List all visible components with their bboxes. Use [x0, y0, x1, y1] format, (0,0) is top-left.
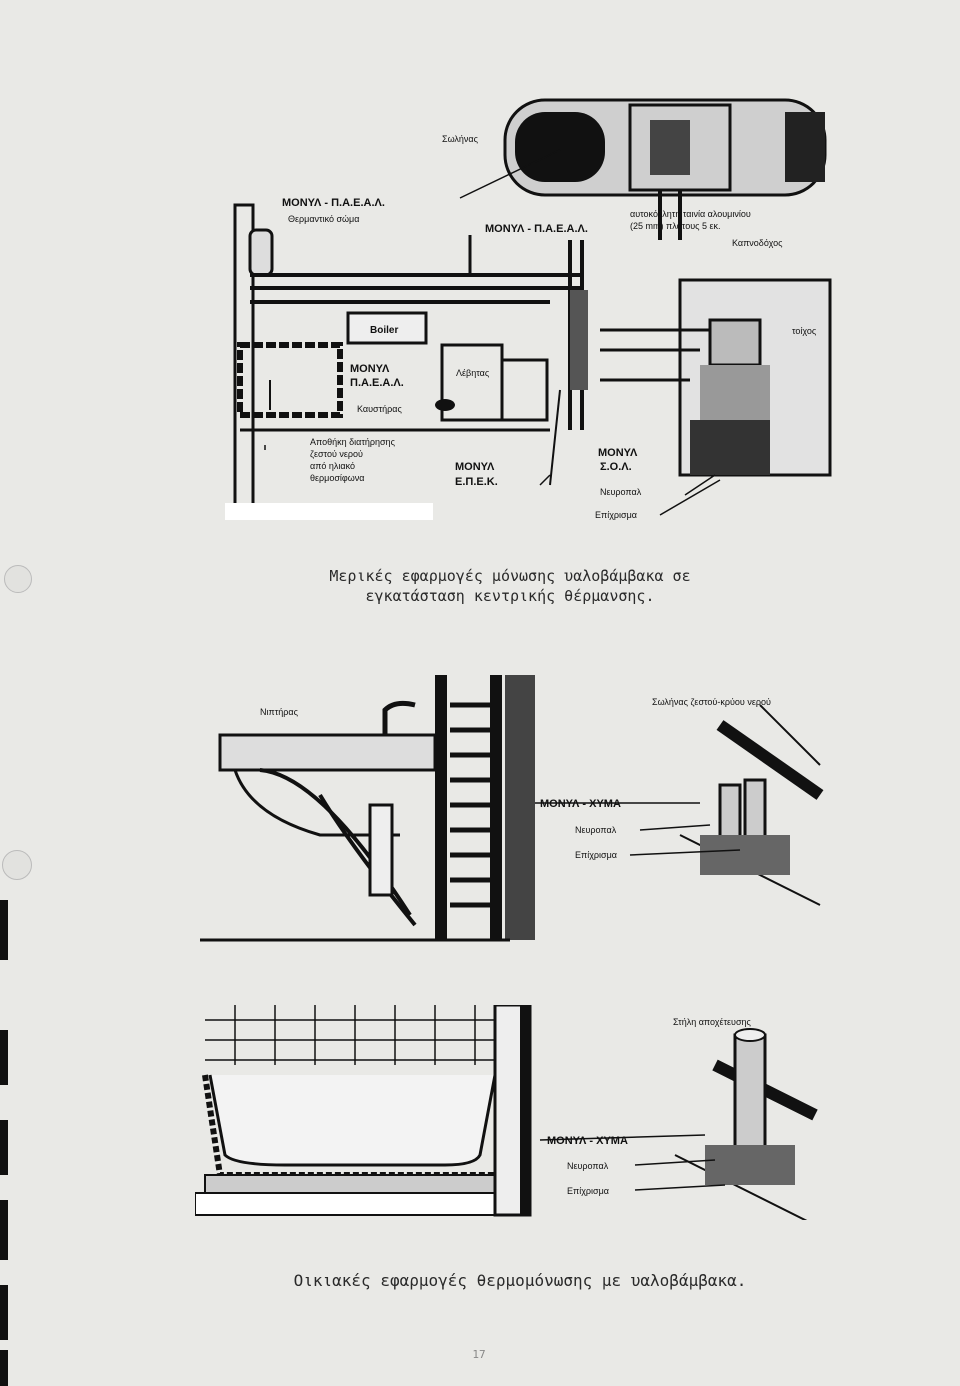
binding-mark	[0, 1030, 8, 1085]
label-coating: Επίχρισμα	[575, 850, 617, 860]
page-number: 17	[472, 1348, 486, 1361]
caption-line-2: εγκατάσταση κεντρικής θέρμανσης.	[365, 587, 655, 605]
bathtub-installation-diagram: Στήλη αποχέτευσης ΜΟΝΥΛ - ΧΥΜΑ Νευροπαλ …	[195, 1005, 830, 1220]
label-membrane: Νευροπαλ	[567, 1161, 609, 1171]
label-furnace: Καυστήρας	[357, 404, 402, 414]
label-mount-d1: ΜΟΝΥΛ	[455, 461, 495, 473]
punch-hole	[2, 850, 32, 880]
label-pipe: Σωλήνας ζεστού-κρύου νερού	[652, 697, 771, 707]
label-mount: ΜΟΝΥΛ - ΧΥΜΑ	[547, 1135, 628, 1147]
redaction-strip	[225, 503, 433, 520]
sink-installation-diagram: Νιπτήρας Σωλήνας ζεστού-κρύου νερού ΜΟΝΥ…	[200, 675, 830, 950]
binding-mark	[0, 1120, 8, 1175]
label-membrane: Νευροπαλ	[575, 825, 617, 835]
punch-hole	[4, 565, 32, 593]
label-flue: Καπνοδόχος	[732, 238, 783, 248]
caption-line-1: Μερικές εφαρμογές μόνωσης υαλοβάμβακα σε	[329, 567, 691, 585]
caption-central-heating: Μερικές εφαρμογές μόνωσης υαλοβάμβακα σε…	[200, 566, 820, 606]
label-storage-4: θερμοσίφωνα	[310, 473, 364, 483]
label-column: Στήλη αποχέτευσης	[673, 1017, 752, 1027]
label-storage-3: από ηλιακό	[310, 461, 355, 471]
binding-mark	[0, 900, 8, 960]
binding-mark	[0, 1200, 8, 1260]
caption-household-applications: Οικιακές εφαρμογές θερμομόνωσης με υαλοβ…	[293, 1271, 747, 1290]
central-heating-diagram: Σωλήνας ΜΟΝΥΛ - Π.Α.Ε.Α.Λ. Θερμαντικό σώ…	[220, 90, 840, 530]
label-tape-2: (25 mm) πλάτους 5 εκ.	[630, 221, 721, 231]
label-thermal-body: Θερμαντικό σώμα	[288, 214, 359, 224]
label-mount-b: ΜΟΝΥΛ - Π.Α.Ε.Α.Λ.	[485, 223, 588, 235]
label-storage-1: Αποθήκη διατήρησης	[310, 437, 396, 447]
label-burner: Λέβητας	[456, 368, 490, 378]
label-tape-1: αυτοκόλλητη ταινία αλουμινίου	[630, 209, 751, 219]
label-mount-e2: Σ.Ο.Λ.	[600, 461, 632, 473]
label-wall: τοίχος	[792, 326, 817, 336]
label-sink: Νιπτήρας	[260, 707, 299, 717]
label-mount: ΜΟΝΥΛ - ΧΥΜΑ	[540, 798, 621, 810]
label-boiler: Boiler	[370, 325, 398, 336]
binding-mark	[0, 1285, 8, 1340]
label-mount-d2: Ε.Π.Ε.Κ.	[455, 476, 498, 488]
label-storage-2: ζεστού νερού	[310, 449, 363, 459]
label-coating: Επίχρισμα	[595, 510, 637, 520]
label-chimney: Σωλήνας	[442, 134, 479, 144]
label-mount-a: ΜΟΝΥΛ - Π.Α.Ε.Α.Λ.	[282, 197, 385, 209]
label-coating: Επίχρισμα	[567, 1186, 609, 1196]
label-mount-c1: ΜΟΝΥΛ	[350, 363, 390, 375]
label-membrane: Νευροπαλ	[600, 487, 642, 497]
binding-mark	[0, 1350, 8, 1386]
label-mount-c2: Π.Α.Ε.Α.Λ.	[350, 377, 404, 389]
label-mount-e1: ΜΟΝΥΛ	[598, 447, 638, 459]
